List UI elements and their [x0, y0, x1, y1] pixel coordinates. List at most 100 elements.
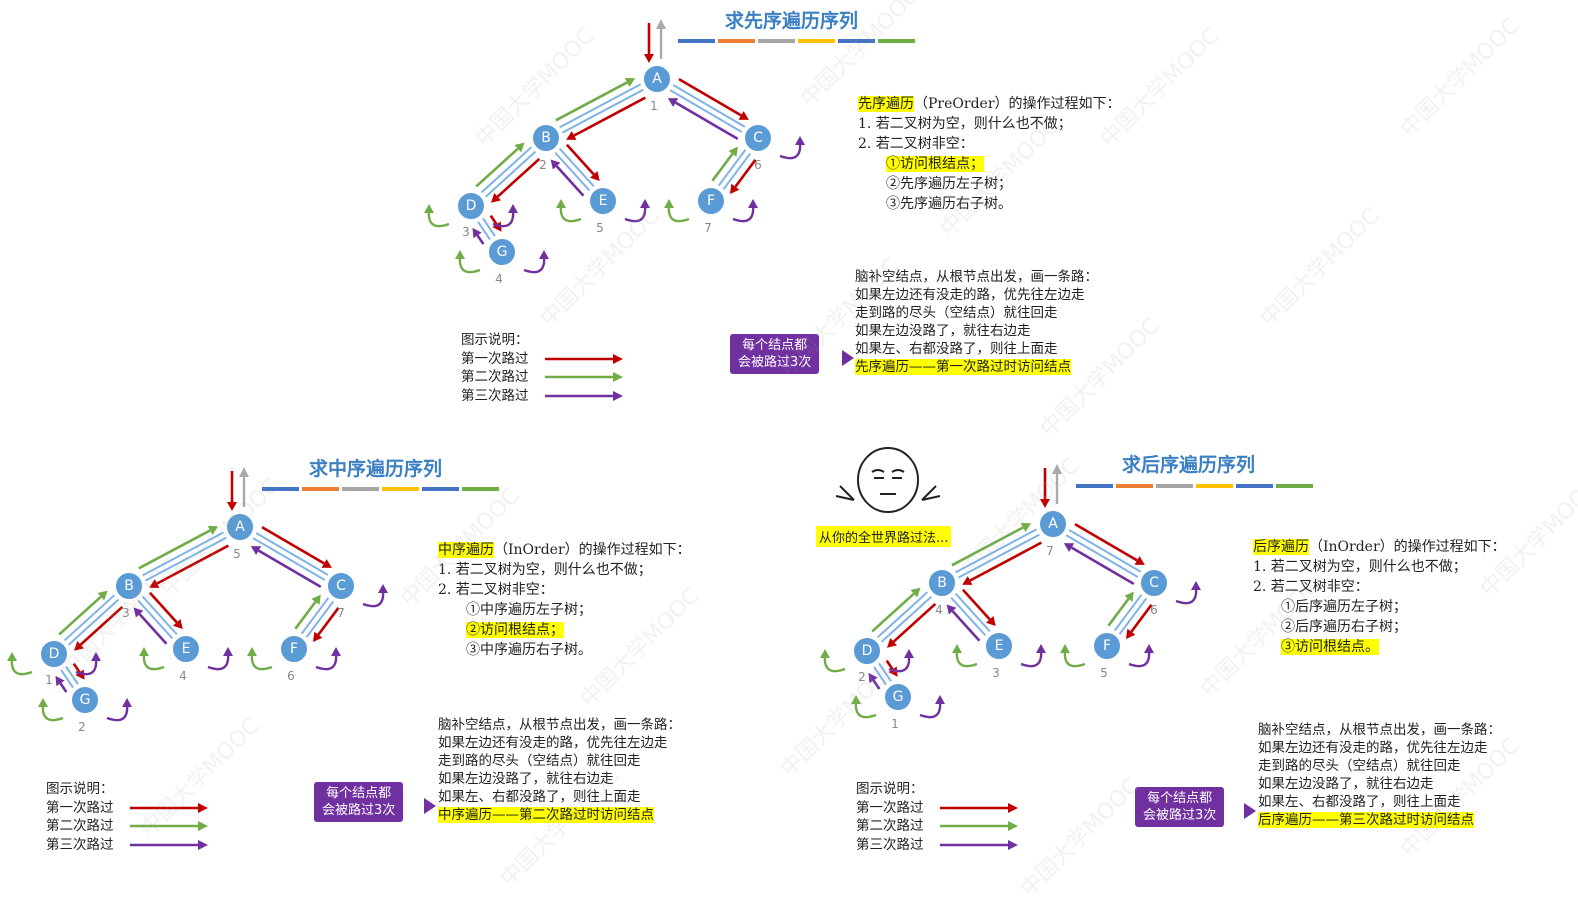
tree-edge	[480, 146, 533, 194]
panel-title: 求先序遍历序列	[725, 10, 859, 32]
null-right-loop	[315, 647, 341, 671]
watermark-text: 中国大学MOOC	[575, 583, 705, 713]
node-label: A	[235, 519, 245, 535]
description: 后序遍历（InOrder）的操作过程如下： 1. 若二叉树为空，则什么也不做； …	[1253, 537, 1506, 657]
brain-conclusion: 中序遍历——第二次路过时访问结点	[438, 807, 654, 823]
null-right-loop	[1128, 644, 1154, 668]
tree-edge	[558, 147, 595, 188]
panel-title: 求后序遍历序列	[1122, 454, 1256, 476]
first-pass-arrow	[1125, 604, 1153, 639]
null-right-loop	[1020, 644, 1046, 668]
purple-arrow-icon	[129, 839, 208, 850]
tree-node-d: D	[852, 636, 882, 666]
null-right-loop	[624, 199, 650, 223]
watermark-text: 中国大学MOOC	[775, 653, 905, 783]
tree-edge	[477, 221, 491, 241]
brain-conclusion: 后序遍历——第三次路过时访问结点	[1258, 812, 1474, 828]
node-label: B	[124, 578, 134, 594]
color-bar	[678, 39, 915, 43]
visit-order-label: 2	[858, 670, 866, 684]
node-label: F	[1103, 638, 1111, 654]
traversal-name: 后序遍历	[1253, 539, 1309, 555]
tree-edge	[669, 89, 743, 133]
visit-order-label: 1	[45, 673, 53, 687]
watermark-text: 中国大学MOOC	[395, 483, 525, 613]
color-bar-segment	[1076, 484, 1113, 488]
legend-first: 第一次路过	[856, 799, 924, 816]
sub-step-3: ③先序遍历右子树。	[886, 196, 1012, 212]
first-pass-arrow	[72, 662, 85, 680]
watermark-text: 中国大学MOOC	[1475, 473, 1578, 603]
first-pass-arrow	[961, 588, 996, 627]
color-bar-segment	[758, 39, 795, 43]
visit-order-label: 4	[495, 272, 503, 286]
purple-arrow-icon	[939, 839, 1018, 850]
null-right-loop	[523, 250, 549, 274]
tree-edge	[67, 598, 120, 646]
tree-node-a: A	[225, 512, 255, 542]
tree-edge	[554, 151, 591, 192]
visit-order-label: 4	[179, 669, 187, 683]
step-2: 2. 若二叉树非空：	[1253, 579, 1369, 595]
legend: 图示说明： 第一次路过 第二次路过 第三次路过	[46, 780, 208, 854]
brain-note: 脑补空结点，从根节点出发，画一条路： 如果左边还有没走的路，优先往左边走 走到路…	[438, 716, 681, 824]
second-pass-arrow	[294, 594, 321, 630]
red-arrow-icon	[939, 802, 1018, 813]
watermark-text: 中国大学MOOC	[135, 713, 265, 843]
tree-edge	[144, 536, 227, 582]
sub-step-3: ③访问根结点。	[1281, 639, 1379, 655]
visit-order-label: 1	[891, 717, 899, 731]
tree-edge	[954, 592, 991, 633]
tree-node-g: G	[70, 685, 100, 715]
tree-edge	[1068, 529, 1142, 573]
tree-node-d: D	[39, 639, 69, 669]
node-label: F	[707, 193, 715, 209]
exit-arrow	[239, 467, 249, 507]
purple-arrow-icon	[544, 390, 623, 401]
first-pass-arrow	[729, 159, 757, 194]
first-pass-arrow	[678, 77, 749, 120]
null-left-loop	[455, 250, 481, 274]
tree-node-b: B	[114, 571, 144, 601]
color-bar-segment	[878, 39, 915, 43]
null-right-loop	[919, 695, 945, 719]
null-right-loop	[1175, 581, 1201, 605]
header-rest: （InOrder）的操作过程如下：	[494, 542, 691, 558]
badge-line: 每个结点都	[326, 786, 392, 801]
visit-order-label: 3	[992, 666, 1000, 680]
step-2: 2. 若二叉树非空：	[858, 136, 974, 152]
visit-count-badge: 每个结点都 会被路过3次	[730, 334, 820, 374]
third-pass-arrow	[250, 546, 322, 589]
color-bar-segment	[382, 487, 419, 491]
node-label: B	[937, 575, 947, 591]
second-pass-arrow	[475, 142, 525, 188]
visit-order-label: 3	[122, 606, 130, 620]
legend-third: 第三次路过	[46, 836, 114, 853]
null-right-loop	[75, 652, 101, 676]
null-right-loop	[732, 199, 758, 223]
visit-order-label: 1	[650, 99, 658, 113]
entry-arrow	[227, 471, 237, 511]
visit-order-label: 2	[539, 158, 547, 172]
first-pass-arrow	[312, 607, 340, 642]
null-left-loop	[7, 652, 33, 676]
third-pass-arrow	[133, 607, 168, 645]
third-pass-arrow	[868, 672, 881, 690]
green-arrow-icon	[544, 372, 623, 383]
visit-order-label: 6	[1150, 603, 1158, 617]
third-pass-arrow	[472, 227, 485, 245]
step-1: 1. 若二叉树为空，则什么也不做；	[1253, 559, 1467, 575]
legend-third: 第三次路过	[461, 387, 529, 404]
brain-line: 脑补空结点，从根节点出发，画一条路：	[438, 717, 681, 733]
third-pass-arrow	[550, 159, 585, 197]
tree-node-d: D	[456, 191, 486, 221]
tree-node-c: C	[743, 123, 773, 153]
tree-edge	[137, 599, 174, 640]
color-bar-segment	[718, 39, 755, 43]
red-arrow-icon	[544, 353, 623, 364]
third-pass-arrow	[55, 675, 68, 693]
node-label: C	[336, 578, 346, 594]
brain-line: 走到路的尽头（空结点）就往回走	[438, 753, 641, 769]
legend-title: 图示说明：	[461, 332, 529, 348]
badge-line: 会被路过3次	[738, 355, 812, 370]
